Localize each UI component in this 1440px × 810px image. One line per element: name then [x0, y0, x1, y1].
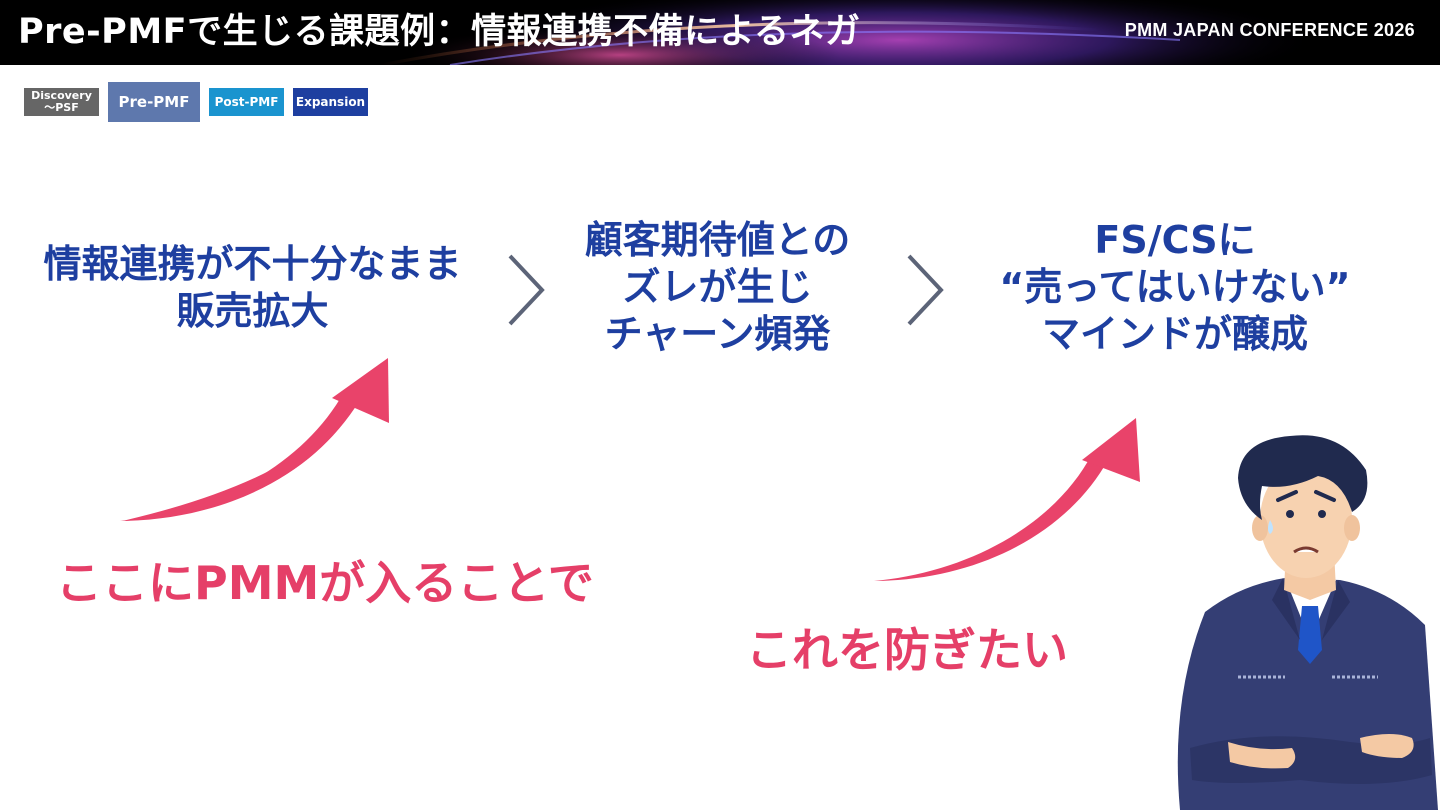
flow-stage-3-line: “売ってはいけない” [999, 265, 1351, 309]
flow-stage-2-line: 顧客期待値との [584, 218, 851, 262]
curved-arrow-icon [874, 418, 1140, 581]
conference-name: PMM JAPAN CONFERENCE 2026 [1124, 20, 1415, 40]
phase-tag-discovery: Discovery 〜PSF [24, 88, 99, 116]
phase-tag-expansion: Expansion [293, 88, 368, 116]
slide-title: Pre-PMFで生じる課題例：情報連携不備によるネガ [18, 12, 861, 52]
flow-stage-2: 顧客期待値との ズレが生じ チャーン頻発 [560, 217, 875, 358]
callout-want-to-prevent: これを防ぎたい [746, 623, 1068, 677]
flow-stage-2-line: チャーン頻発 [604, 312, 831, 356]
phase-tag-discovery-line1: Discovery [31, 89, 92, 102]
phase-tag-pre-pmf: Pre-PMF [108, 82, 200, 122]
chevron-right-icon [508, 254, 545, 326]
flow-stage-3-line: FS/CSに [1094, 218, 1256, 262]
chevron-right-icon [907, 254, 944, 326]
flow-stage-1: 情報連携が不十分なまま 販売拡大 [20, 241, 485, 335]
header-glow-decoration [379, 0, 1320, 65]
callout-pmm-enters: ここにPMMが入ることで [56, 556, 594, 610]
flow-stage-2-line: ズレが生じ [622, 265, 813, 309]
header-bar: Pre-PMFで生じる課題例：情報連携不備によるネガ PMM JAPAN CON… [0, 0, 1440, 65]
flow-stage-1-line: 情報連携が不十分なまま [43, 242, 462, 286]
flow-stage-3: FS/CSに “売ってはいけない” マインドが醸成 [960, 217, 1390, 358]
phase-tag-discovery-line2: 〜PSF [44, 101, 79, 114]
flow-stage-3-line: マインドが醸成 [1041, 312, 1308, 356]
curved-arrow-icon [120, 358, 389, 521]
flow-stage-1-line: 販売拡大 [176, 289, 329, 333]
phase-tag-post-pmf: Post-PMF [209, 88, 284, 116]
